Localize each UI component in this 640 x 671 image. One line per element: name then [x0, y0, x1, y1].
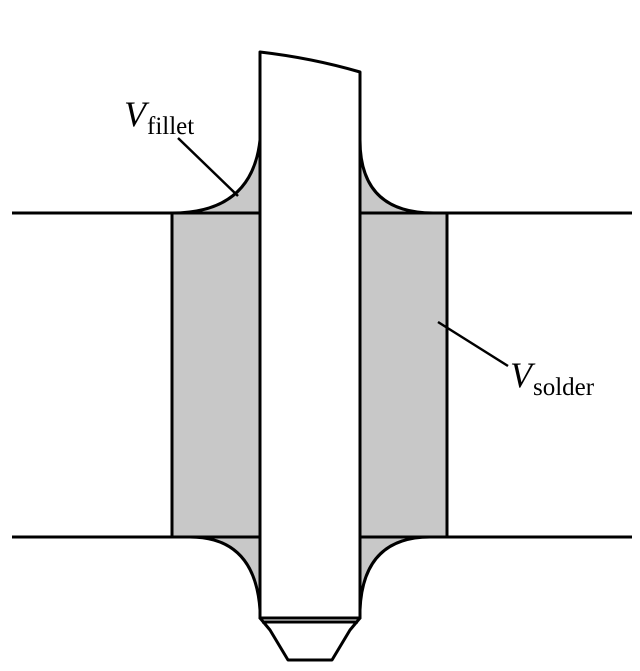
bottom-fillet-left — [188, 535, 262, 612]
solder-leader-line — [437, 320, 509, 368]
top-fillet-left — [170, 138, 262, 215]
component-lead — [258, 50, 362, 620]
lead-tip — [258, 616, 362, 662]
bottom-fillet-right — [358, 535, 432, 612]
top-fillet-right — [358, 138, 435, 215]
solder-barrel-left — [170, 211, 262, 539]
solder-barrel-right — [358, 211, 449, 539]
fillet-leader-line — [177, 137, 239, 197]
fillet-volume-label: Vfillet — [124, 94, 194, 139]
fillet-volume-symbol: V — [124, 94, 146, 134]
solder-volume-symbol: V — [510, 355, 532, 395]
solder-volume-subscript: solder — [533, 374, 595, 401]
fillet-volume-subscript: fillet — [147, 113, 195, 140]
solder-volume-label: Vsolder — [510, 355, 594, 400]
